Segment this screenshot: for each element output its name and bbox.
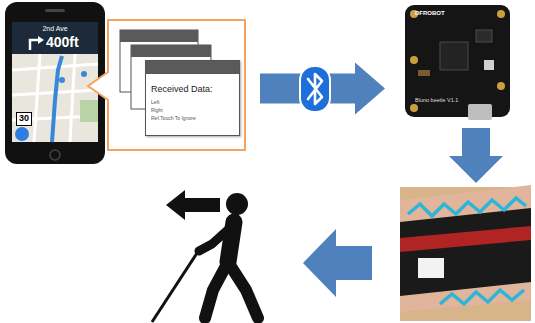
bluetooth-symbol bbox=[308, 74, 322, 104]
pin-pad bbox=[497, 82, 505, 90]
distance-label: 400ft bbox=[46, 35, 79, 50]
card-line: Left bbox=[151, 100, 159, 106]
microcontroller-board: DFROBOT Bluno beetle V1.1 bbox=[405, 5, 510, 117]
board-model: Bluno beetle V1.1 bbox=[415, 97, 458, 103]
back-card-header bbox=[131, 45, 211, 57]
flow-arrow bbox=[303, 229, 372, 297]
pin-pad bbox=[410, 104, 418, 112]
turn-arrow-head bbox=[38, 36, 44, 44]
board-brand: DFROBOT bbox=[415, 10, 445, 17]
person-leg bbox=[205, 262, 228, 318]
white-cane bbox=[152, 250, 199, 322]
map-street bbox=[70, 54, 75, 142]
nav-header bbox=[12, 22, 98, 54]
band-stripe bbox=[400, 226, 531, 252]
arm-skin bbox=[400, 185, 531, 312]
map-park bbox=[80, 100, 98, 122]
map-street bbox=[12, 64, 98, 70]
phone-screen bbox=[12, 22, 98, 142]
vibration-mark bbox=[408, 198, 526, 216]
direction-arrow bbox=[166, 190, 220, 220]
speed-limit: 30 bbox=[16, 112, 32, 126]
map-marker bbox=[59, 77, 65, 83]
home-button bbox=[50, 150, 60, 160]
band-patch bbox=[418, 258, 444, 278]
person-arm bbox=[199, 226, 232, 251]
person-leg bbox=[228, 262, 258, 318]
back-card-header bbox=[120, 30, 198, 42]
callout-frame bbox=[88, 20, 245, 150]
chip bbox=[440, 42, 468, 70]
person-head bbox=[226, 193, 248, 215]
card-line: Ref.Touch To Ignore bbox=[151, 116, 196, 122]
phone-speaker bbox=[45, 9, 65, 12]
locate-button bbox=[15, 127, 29, 141]
map-route bbox=[52, 56, 62, 142]
map-marker bbox=[81, 71, 87, 77]
component bbox=[418, 70, 430, 76]
chip bbox=[476, 30, 492, 42]
card-line: Right bbox=[151, 108, 163, 114]
card-heading: Received Data: bbox=[151, 85, 213, 95]
bluetooth-badge bbox=[300, 66, 330, 112]
vibration-band bbox=[400, 208, 531, 296]
vibration-mark bbox=[440, 290, 524, 304]
data-card: Received Data: LeftRightRef.Touch To Igno… bbox=[145, 60, 240, 136]
pin-pad bbox=[497, 10, 505, 18]
phone-body bbox=[5, 2, 105, 164]
flow-arrow bbox=[260, 63, 385, 115]
usb-connector bbox=[468, 104, 492, 120]
street-name: 2nd Ave bbox=[12, 25, 98, 33]
phone-screen: 2nd Ave 400ft 30 bbox=[12, 22, 98, 142]
pin-pad bbox=[410, 56, 418, 64]
button bbox=[484, 60, 494, 70]
board-body bbox=[405, 5, 510, 117]
map-street bbox=[34, 54, 40, 142]
flow-arrow bbox=[449, 128, 503, 183]
